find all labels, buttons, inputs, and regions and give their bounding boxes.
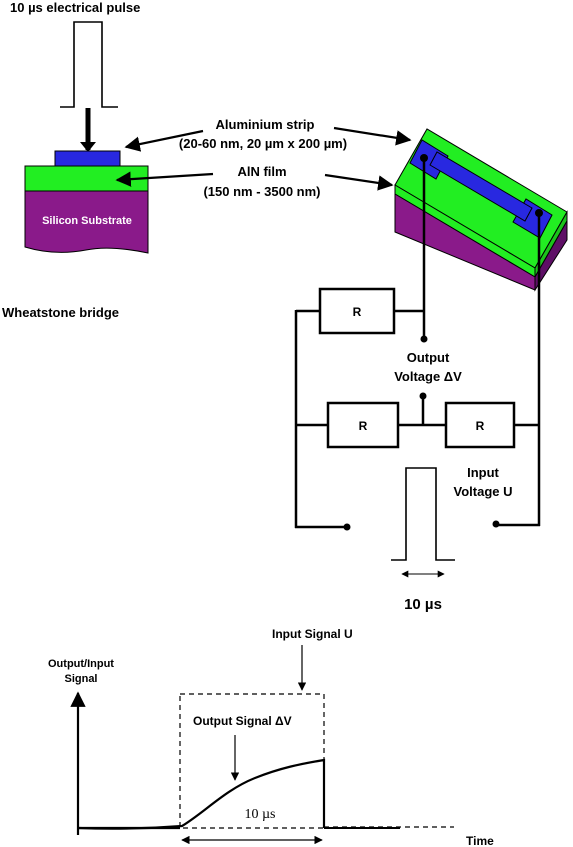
resistor-left-label: R bbox=[359, 419, 368, 433]
input-signal-label: Input Signal U bbox=[272, 627, 353, 641]
graph-xlabel: Time bbox=[466, 834, 494, 847]
aln-pointer-right bbox=[324, 173, 394, 191]
graph-ylabel-line2: Signal bbox=[64, 673, 97, 685]
silicon-substrate-label: Silicon Substrate bbox=[42, 215, 132, 227]
pulse-down-arrowhead bbox=[80, 142, 96, 152]
output-terminal-bottom bbox=[419, 392, 427, 400]
output-signal-label: Output Signal ΔV bbox=[193, 714, 292, 728]
graph-duration-label: 10 µs bbox=[244, 807, 275, 822]
aluminium-strip-dims: (20-60 nm, 20 µm x 200 µm) bbox=[179, 136, 347, 151]
input-terminal-right bbox=[492, 520, 500, 528]
resistor-right-label: R bbox=[476, 419, 485, 433]
aluminium-strip-side bbox=[54, 150, 121, 167]
sample-3d-right-substrate bbox=[534, 219, 568, 292]
output-voltage-line1: Output bbox=[407, 350, 450, 365]
input-terminal-left bbox=[343, 523, 351, 531]
aln-film-label: AlN film bbox=[237, 164, 286, 179]
aln-pointer-left bbox=[115, 171, 214, 187]
resistor-left bbox=[326, 401, 400, 449]
output-terminal-top bbox=[420, 335, 428, 343]
output-voltage-line2: Voltage ΔV bbox=[394, 369, 462, 384]
electrical-pulse-waveform bbox=[60, 21, 118, 108]
graph-ylabel-line1: Output/Input bbox=[48, 658, 114, 670]
output-signal-curve bbox=[77, 758, 326, 830]
input-voltage-line2: Voltage U bbox=[454, 484, 513, 499]
aluminium-pointer-right bbox=[333, 126, 412, 146]
resistor-right bbox=[444, 401, 516, 449]
aluminium-strip-label: Aluminium strip bbox=[216, 117, 315, 132]
silicon-substrate-side bbox=[24, 190, 149, 254]
pulse-title: 10 µs electrical pulse bbox=[10, 0, 140, 15]
aluminium-pointer-left bbox=[124, 129, 204, 152]
input-voltage-line1: Input bbox=[467, 465, 499, 480]
input-pulse-waveform bbox=[391, 467, 455, 561]
strip-bar bbox=[429, 151, 533, 222]
pulse-width-label: 10 µs bbox=[404, 596, 442, 613]
resistor-top-label: R bbox=[353, 305, 362, 319]
wheatstone-bridge-label: Wheatstone bridge bbox=[2, 305, 119, 320]
aln-film-dims: (150 nm - 3500 nm) bbox=[203, 184, 320, 199]
